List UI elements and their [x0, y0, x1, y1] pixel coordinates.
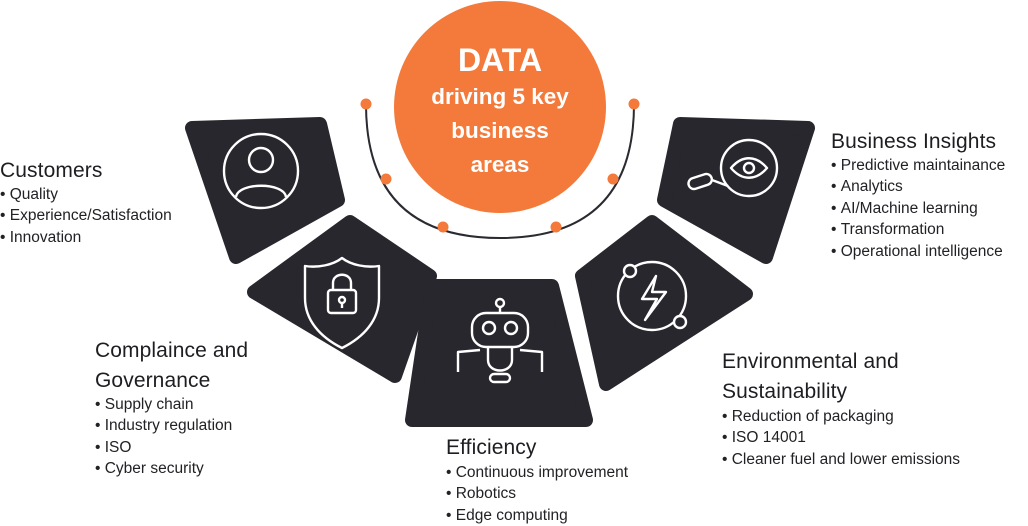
customers-list: Quality Experience/Satisfaction Innovati…	[0, 184, 172, 248]
heading-line: Governance	[95, 369, 211, 392]
tile-compliance	[247, 215, 437, 383]
environmental-list: Reduction of packaging ISO 14001 Cleaner…	[722, 406, 960, 470]
center-subtitle-line: areas	[470, 152, 530, 177]
environmental-heading: Environmental and Sustainability	[722, 347, 899, 407]
list-item: Cyber security	[95, 458, 232, 479]
list-item: Experience/Satisfaction	[0, 205, 172, 226]
efficiency-list: Continuous improvement Robotics Edge com…	[446, 462, 628, 526]
list-item: Robotics	[446, 483, 628, 504]
customers-heading: Customers	[0, 156, 102, 186]
list-item: Industry regulation	[95, 415, 233, 436]
tile-business	[657, 117, 815, 264]
connector-dot	[360, 98, 372, 110]
efficiency-heading: Efficiency	[446, 433, 537, 463]
connector-dot	[607, 173, 619, 185]
connector-arc	[365, 103, 635, 240]
center-title: DATA	[457, 42, 543, 78]
shield-lock-icon	[303, 256, 381, 350]
list-item: ISO 14001	[722, 427, 960, 448]
user-icon	[222, 132, 300, 210]
tile-environmental	[575, 215, 753, 391]
heading-line: Efficiency	[446, 436, 537, 459]
list-item: Predictive maintainance	[831, 155, 1006, 176]
heading-line: Customers	[0, 159, 103, 182]
compliance-heading: Complaince and Governance	[95, 336, 248, 396]
heading-line: Environmental and	[722, 350, 899, 373]
heading-line: Business Insights	[831, 130, 997, 153]
robot-icon	[456, 297, 544, 384]
list-item: Edge computing	[446, 505, 628, 526]
connector-dot	[437, 221, 449, 233]
connector-dot	[380, 173, 392, 185]
list-item: Reduction of packaging	[722, 406, 960, 427]
heading-line: Sustainability	[722, 380, 848, 403]
list-item: Continuous improvement	[446, 462, 628, 483]
magnifier-eye-icon	[687, 138, 779, 198]
tile-customers	[185, 117, 345, 264]
connector-dot	[550, 221, 562, 233]
center-subtitle-line: business	[451, 118, 549, 143]
tile-efficiency	[405, 279, 593, 427]
list-item: Innovation	[0, 227, 172, 248]
list-item: ISO	[95, 437, 232, 458]
list-item: Quality	[0, 184, 172, 205]
center-circle	[394, 1, 606, 213]
list-item: Supply chain	[95, 394, 232, 415]
energy-orbit-icon	[616, 260, 688, 332]
connector-dot	[628, 98, 640, 110]
list-item: AI/Machine learning	[831, 198, 1005, 219]
heading-line: Complaince and	[95, 339, 249, 362]
business-insights-heading: Business Insights	[831, 127, 996, 157]
list-item: Analytics	[831, 176, 1005, 197]
list-item: Transformation	[831, 219, 1005, 240]
center-title-block: DATA driving 5 key business areas	[396, 40, 604, 182]
center-subtitle-line: driving 5 key	[431, 84, 569, 109]
list-item: Operational intelligence	[831, 241, 1005, 262]
compliance-list: Supply chain Industry regulation ISO Cyb…	[95, 394, 233, 480]
list-item: Cleaner fuel and lower emissions	[722, 449, 960, 470]
business-insights-list: Predictive maintainance Analytics AI/Mac…	[831, 155, 1006, 262]
